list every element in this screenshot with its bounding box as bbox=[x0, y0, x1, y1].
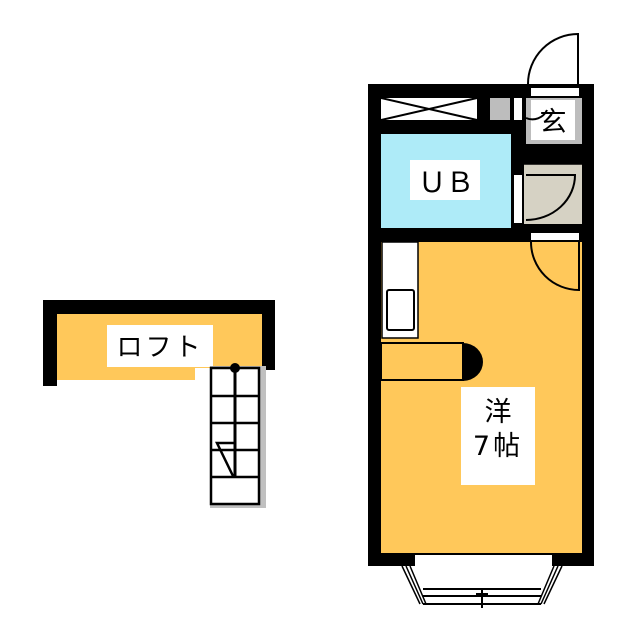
closet-x-line bbox=[380, 97, 478, 121]
storage-space bbox=[524, 164, 582, 224]
room-label-type: 洋 bbox=[485, 397, 512, 428]
kitchen-sink bbox=[386, 289, 415, 331]
loft-area: ロフト bbox=[43, 300, 275, 386]
ub-label: ＵＢ bbox=[418, 166, 474, 199]
bay-line bbox=[537, 565, 555, 605]
loft-left-wall bbox=[43, 300, 57, 386]
ub-label-bg bbox=[410, 160, 480, 200]
ladder-top-dot bbox=[230, 363, 240, 373]
entrance-label-bg bbox=[531, 100, 575, 140]
bay-line bbox=[401, 565, 421, 605]
room-threshold bbox=[531, 233, 579, 240]
room-door-swing bbox=[530, 241, 580, 292]
storage-door-swing bbox=[525, 174, 577, 221]
door-jamb bbox=[514, 98, 522, 120]
bay-line bbox=[540, 565, 559, 605]
loft-label: ロフト bbox=[116, 333, 203, 363]
room-label-size: 7帖 bbox=[473, 431, 523, 462]
bay-line bbox=[543, 565, 563, 605]
closet-round-end bbox=[463, 343, 483, 381]
room-label-bg bbox=[461, 387, 535, 485]
main-unit: ＵＢ 玄 洋 7帖 bbox=[368, 32, 594, 566]
entrance-inner-door-arc bbox=[525, 109, 548, 121]
direction-arrow-icon bbox=[215, 441, 235, 477]
bay-window bbox=[401, 565, 563, 608]
loft-top-wall bbox=[43, 300, 275, 314]
loft-right-wall bbox=[262, 300, 275, 370]
bay-line bbox=[405, 565, 424, 605]
entrance-threshold bbox=[531, 88, 579, 96]
bay-line bbox=[409, 565, 427, 605]
entrance-door-swing bbox=[527, 32, 579, 85]
loft-ladder bbox=[209, 363, 266, 508]
closet-shelf bbox=[380, 342, 464, 381]
pipe-space bbox=[490, 98, 510, 120]
bath-door-jamb bbox=[514, 175, 522, 223]
loft-label-bg bbox=[107, 325, 213, 367]
window bbox=[415, 555, 552, 566]
entrance-label: 玄 bbox=[540, 107, 567, 138]
